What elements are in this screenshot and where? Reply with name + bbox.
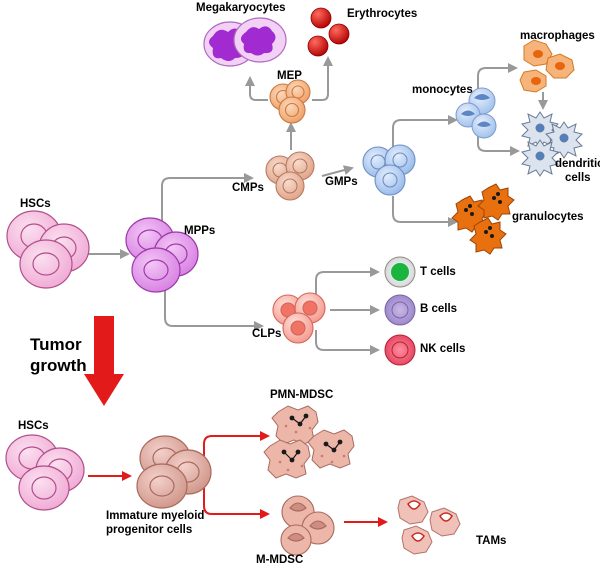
- gmp-cluster: [362, 144, 416, 196]
- label-hscs-bottom: HSCs: [18, 420, 49, 432]
- monocyte-cells: [455, 87, 497, 139]
- arrow-mpp-to-cmp: [161, 173, 254, 222]
- m-mdsc-cells: [280, 495, 335, 556]
- arrow-gmp-to-gran: [392, 196, 458, 227]
- b-cell: [384, 294, 416, 326]
- label-mep: MEP: [277, 70, 302, 82]
- arrow-cmp-to-gmp: [321, 165, 354, 177]
- imp-cluster: [136, 435, 212, 509]
- label-dendritic-line2: cells: [565, 172, 591, 184]
- label-cmps: CMPs: [232, 182, 264, 194]
- mpp-cluster: [125, 217, 199, 293]
- label-macrophages: macrophages: [520, 30, 595, 42]
- clp-cluster: [272, 292, 326, 344]
- hsc-cluster-top: [6, 210, 90, 289]
- hsc-cluster-bottom: [5, 434, 85, 511]
- arrow-mpp-to-clp: [164, 290, 264, 331]
- label-monocytes: monocytes: [412, 84, 473, 96]
- label-megakaryocytes: Megakaryocytes: [196, 2, 286, 14]
- tumor-growth-arrow: [84, 316, 124, 406]
- arrow-mep-to-ery: [312, 56, 333, 101]
- label-tams: TAMs: [476, 535, 507, 547]
- pmn-mdsc-cells: [263, 405, 355, 479]
- erythrocyte-cells: [307, 7, 350, 57]
- label-imp-line2: progenitor cells: [106, 524, 193, 536]
- mep-cluster: [269, 79, 311, 124]
- arrow-imp-to-mmdsc: [203, 482, 270, 519]
- label-m-mdsc: M-MDSC: [256, 554, 304, 566]
- arrow-clp-to-tcell: [315, 267, 380, 296]
- arrow-mono-to-mac: [477, 63, 518, 93]
- label-tumor-line1: Tumor: [30, 335, 82, 354]
- tam-cells: [397, 495, 461, 555]
- arrow-imp-to-pmn: [203, 431, 270, 456]
- arrow-mono-to-dc: [477, 132, 520, 156]
- label-dendritic-line1: dendritic: [555, 158, 600, 170]
- cmp-cluster: [265, 151, 315, 201]
- label-clps: CLPs: [252, 328, 282, 340]
- label-b-cells: B cells: [420, 303, 458, 315]
- label-t-cells: T cells: [420, 266, 456, 278]
- label-gmps: GMPs: [325, 176, 358, 188]
- arrow-mep-to-mk: [245, 76, 268, 101]
- label-tumor-line2: growth: [30, 356, 87, 375]
- label-granulocytes: granulocytes: [512, 211, 584, 223]
- t-cell: [384, 256, 416, 288]
- tumor-arrows: [88, 431, 388, 527]
- dendritic-cells: [521, 111, 583, 177]
- label-mpps: MPPs: [184, 225, 216, 237]
- label-pmn-mdsc: PMN-MDSC: [270, 389, 334, 401]
- arrow-gmp-to-mono: [392, 115, 458, 150]
- label-nk-cells: NK cells: [420, 343, 466, 355]
- arrow-clp-to-nk: [315, 330, 380, 355]
- nk-cell: [384, 334, 416, 366]
- label-hscs-top: HSCs: [20, 198, 51, 210]
- macrophage-cells: [519, 39, 575, 93]
- megakaryocyte-cells: [203, 17, 287, 67]
- normal-arrows: [88, 56, 548, 355]
- label-erythrocytes: Erythrocytes: [347, 8, 418, 20]
- label-imp-line1: Immature myeloid: [106, 510, 205, 522]
- granulocyte-cells: [451, 183, 515, 255]
